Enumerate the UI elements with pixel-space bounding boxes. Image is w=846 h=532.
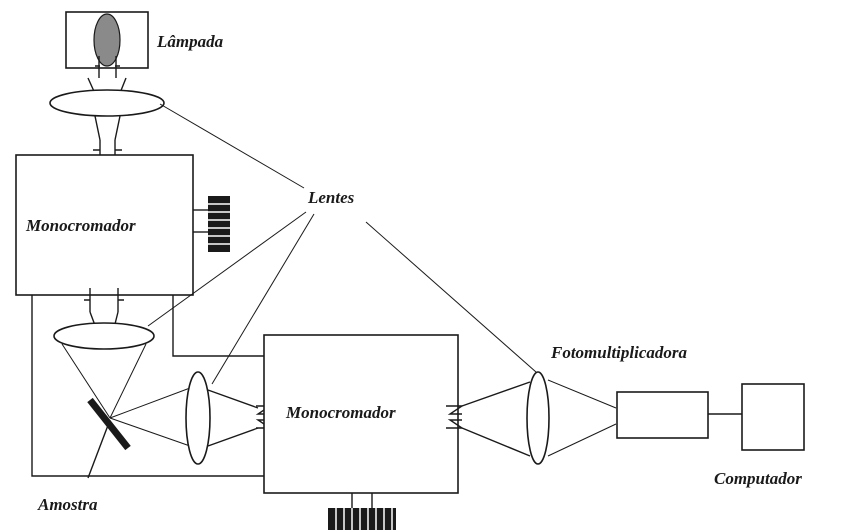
emission-monochromator-label: Monocromador [285,403,396,422]
excitation-dial [193,196,230,252]
lamp-bulb [93,13,121,67]
excitation-monochromator [15,154,194,296]
photomultiplier-label: Fotomultiplicadora [550,343,688,362]
lens-1 [49,77,165,160]
lenses-label: Lentes [307,188,355,207]
excitation-monochromator-label: Monocromador [25,216,136,235]
computer [741,383,805,451]
emission-monochromator [263,334,459,494]
lens-2 [53,311,155,419]
computer-label: Computador [714,469,802,488]
sample-label: Amostra [37,495,98,514]
connection-wires [31,295,264,477]
lens-3 [185,371,273,465]
lamp-label: Lâmpada [156,32,224,51]
sample [87,397,131,479]
photomultiplier [616,391,709,439]
emission-dial [328,493,396,530]
lens-4 [461,371,617,465]
lenses-leader-lines [147,103,537,385]
lamp [65,11,149,78]
